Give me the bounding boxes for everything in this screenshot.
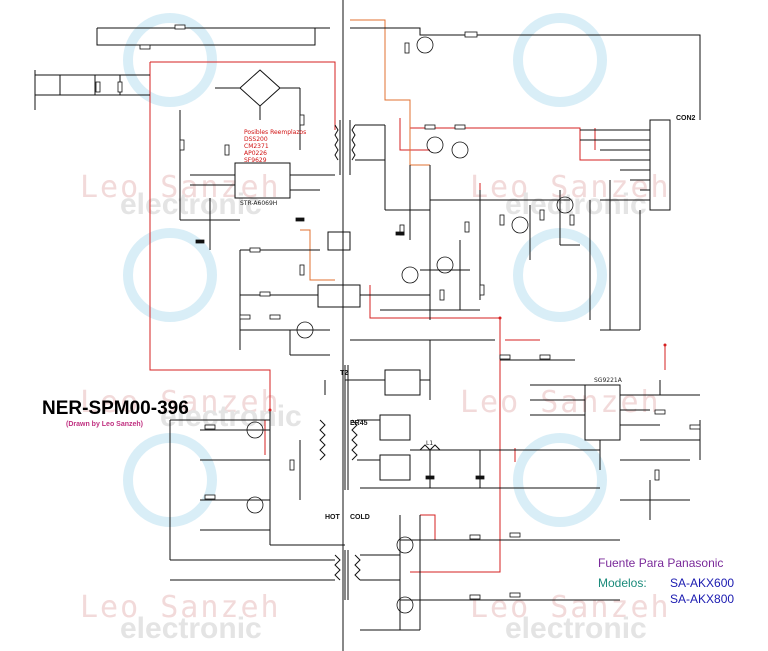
caption-model-2: SA-AKX800 (670, 592, 735, 606)
watermark-author: Leo Sanzeh (470, 170, 671, 205)
con2-label: CON2 (676, 115, 696, 122)
watermark-brand: electronic (505, 188, 647, 221)
primary-note-line: Posibles Reemplazos (244, 129, 307, 136)
caption-fuente: Fuente Para Panasonic (598, 556, 724, 570)
watermark-brand: electronic (160, 400, 302, 433)
schematic-title: NER-SPM00-396 (42, 398, 189, 419)
watermark-brand: electronic (120, 612, 262, 645)
junction-dots (268, 316, 667, 412)
drawn-by: (Drawn by Leo Sanzeh) (66, 421, 144, 428)
watermark-author: Leo Sanzeh (80, 590, 281, 625)
watermark-author: Leo Sanzeh (80, 385, 281, 420)
components (95, 24, 701, 600)
primary-note-line: DSS200 (244, 136, 268, 143)
watermark-brand: electronic (505, 612, 647, 645)
watermark-logos (123, 13, 607, 527)
transistors (246, 36, 574, 614)
cold-label: COLD (350, 514, 370, 521)
ic-main-label: SG9221A (594, 377, 622, 384)
watermark-author: Leo Sanzeh (80, 170, 281, 205)
orange-traces (300, 19, 430, 281)
primary-note-line: SF9629 (244, 157, 267, 164)
black-wires (34, 27, 701, 631)
watermark-author: Leo Sanzeh (460, 385, 661, 420)
capacitors (195, 217, 485, 480)
red-traces (149, 61, 666, 573)
primary-note: Posibles Reemplazos DSS200 CM2371 AP0226… (244, 129, 306, 164)
t2-er-label: ER45 (350, 420, 368, 427)
caption-model-1: SA-AKX600 (670, 576, 735, 590)
t2-label: T2 (340, 370, 349, 377)
watermark-brand: electronic (120, 188, 262, 221)
ic-primary-label: STR-A6069H (240, 200, 278, 207)
caption-modelos: Modelos: (598, 576, 647, 590)
hot-label: HOT (325, 514, 340, 521)
watermark-author: Leo Sanzeh (470, 590, 671, 625)
primary-note-line: AP0226 (244, 150, 267, 157)
l1-label: L1 (426, 440, 434, 447)
primary-note-line: CM2371 (244, 143, 269, 150)
